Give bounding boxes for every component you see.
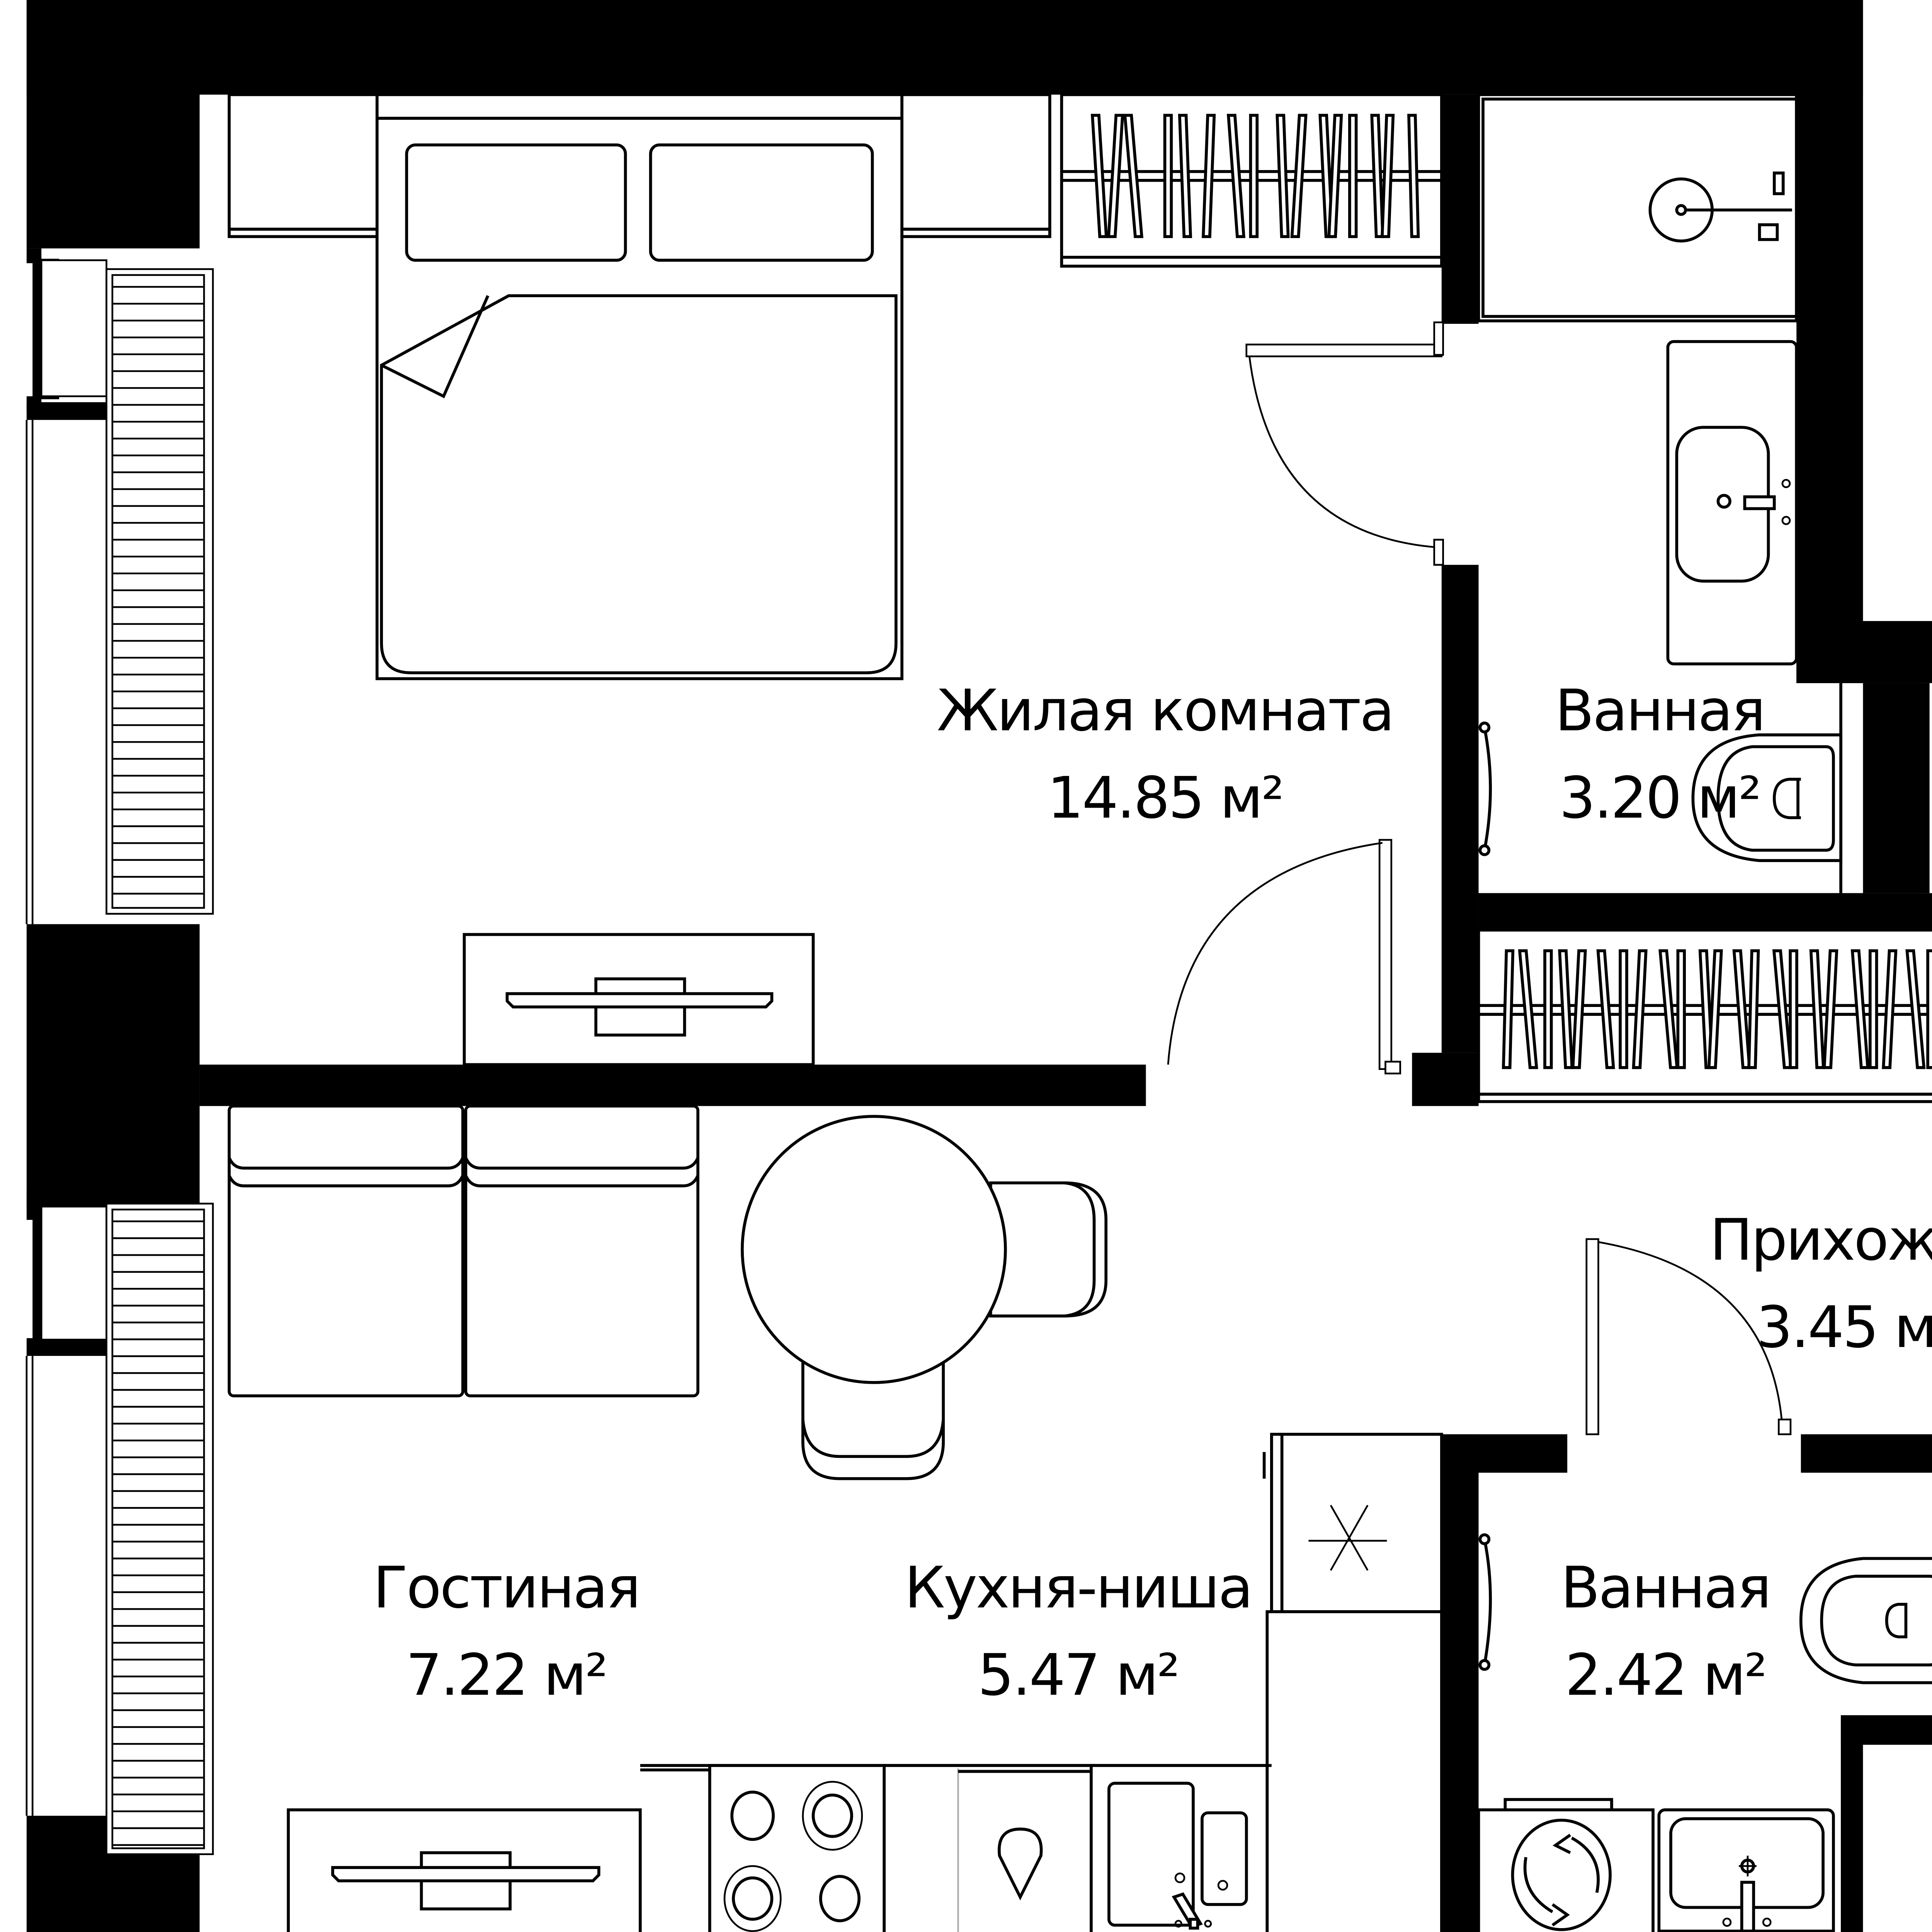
double-bed	[375, 93, 904, 680]
nightstand-left	[228, 93, 379, 238]
kitchen-tall-cabinet	[1265, 1610, 1443, 1932]
tv-stand-lounge	[287, 1808, 642, 1932]
walls	[26, 0, 1932, 1932]
toilet-2	[1799, 1557, 1932, 1684]
cooktop	[723, 1781, 863, 1932]
washbasin-vanity	[1666, 340, 1798, 666]
window-lower	[26, 1206, 107, 1816]
washing-machine	[1477, 1798, 1655, 1932]
chair-right	[989, 1181, 1108, 1318]
shower	[1477, 93, 1798, 323]
towel-rail-2	[1478, 1533, 1492, 1671]
tv-stand-bedroom	[463, 933, 815, 1066]
fridge	[1262, 1433, 1443, 1613]
shaft	[1863, 1745, 1932, 1932]
washbasin-2	[1657, 1808, 1835, 1932]
door-bathroom-2	[1585, 1238, 1792, 1435]
toilet-1	[1691, 683, 1842, 893]
kitchen-sink	[1107, 1782, 1248, 1930]
towel-rail-1	[1478, 721, 1492, 856]
dishwasher-drop-icon	[998, 1827, 1043, 1901]
round-table	[741, 1115, 1007, 1384]
radiator-upper	[105, 268, 214, 915]
radiator-fins	[112, 286, 204, 1846]
wardrobe-bedroom	[1060, 93, 1443, 268]
sofa	[228, 1104, 699, 1398]
wardrobe-hallway	[1477, 929, 1932, 1103]
door-bedroom	[1245, 321, 1444, 566]
snowflake-icon	[1308, 1505, 1387, 1571]
chair-bottom	[801, 1351, 945, 1480]
nightstand-right	[900, 93, 1051, 238]
rotation-arrows-icon	[1523, 1833, 1600, 1927]
radiator-lower	[105, 1202, 214, 1855]
door-living	[1167, 839, 1401, 1075]
